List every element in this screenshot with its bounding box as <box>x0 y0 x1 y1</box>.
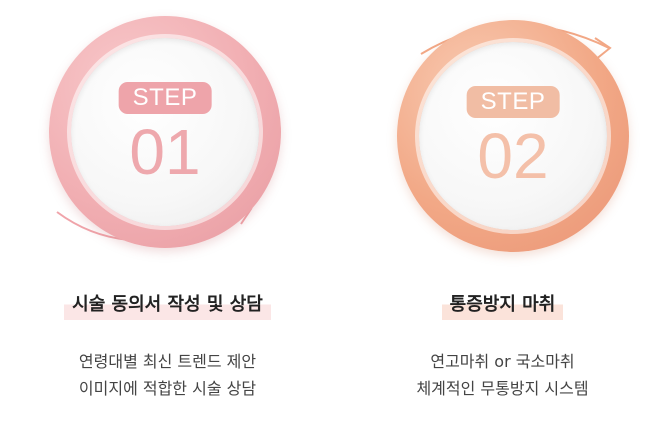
step-badge: STEP <box>118 82 212 114</box>
step-2-inner-circle: STEP 02 <box>419 42 607 230</box>
step-2-description: 연고마취 or 국소마취 체계적인 무통방지 시스템 <box>335 348 670 402</box>
step-1-inner-circle: STEP 01 <box>71 38 259 226</box>
step-2-card: STEP 02 통증방지 마취 연고마취 or 국소마취 체계적인 무통방지 시… <box>335 0 670 444</box>
step-2-title: 통증방지 마취 <box>335 290 670 320</box>
desc-line: 연령대별 최신 트렌드 제안 <box>78 352 257 371</box>
step-number: 02 <box>477 120 549 192</box>
step-1-description: 연령대별 최신 트렌드 제안 이미지에 적합한 시술 상담 <box>0 348 335 402</box>
step-number: 01 <box>129 116 201 188</box>
step-1-title: 시술 동의서 작성 및 상담 <box>0 290 335 320</box>
step-1-card: STEP 01 시술 동의서 작성 및 상담 연령대별 최신 트렌드 제안 이미… <box>0 2 335 402</box>
desc-line: 체계적인 무통방지 시스템 <box>416 379 589 398</box>
step-2-circle: STEP 02 <box>383 6 643 266</box>
desc-line: 연고마취 or 국소마취 <box>430 352 575 371</box>
step-badge: STEP <box>466 86 560 118</box>
step-1-circle: STEP 01 <box>35 2 295 262</box>
desc-line: 이미지에 적합한 시술 상담 <box>78 379 257 398</box>
